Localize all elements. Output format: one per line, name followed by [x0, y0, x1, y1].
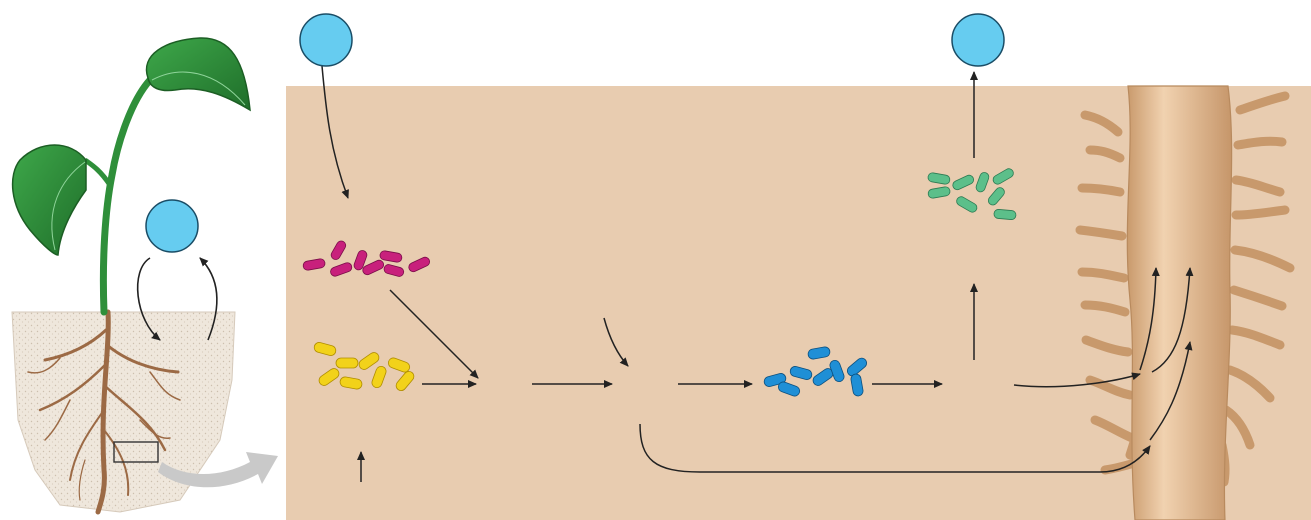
arrow-to-root	[1013, 372, 1141, 388]
plant-stem	[99, 76, 154, 316]
arrow-diagonal-down	[603, 317, 629, 367]
blank-label-circle-top	[299, 13, 353, 67]
arrow-root-up-1	[1139, 267, 1160, 371]
blank-label-circle-right	[951, 13, 1005, 67]
zoom-pointer-arrow	[158, 452, 278, 488]
arrow-magenta-to-center	[389, 289, 479, 379]
soil-block	[11, 311, 236, 513]
plant-roots	[27, 309, 181, 515]
blank-label-circle-plant	[145, 199, 199, 253]
yellow-bacteria	[313, 342, 415, 391]
inset-selection-box	[113, 441, 159, 463]
blue-bacteria	[763, 346, 867, 397]
root-detail	[1075, 85, 1295, 520]
process-arrows	[321, 65, 1194, 482]
arrow-top-circle-to-magenta	[321, 65, 349, 199]
plant-inset	[11, 37, 278, 515]
arrow-bottom-loop-to-root	[639, 423, 1151, 473]
arrow-root-up-3	[1149, 341, 1193, 441]
green-bacteria	[927, 168, 1017, 220]
plant-leaf-lower	[11, 144, 87, 256]
magenta-bacteria	[302, 240, 431, 277]
arrow-root-up-2	[1151, 267, 1194, 373]
